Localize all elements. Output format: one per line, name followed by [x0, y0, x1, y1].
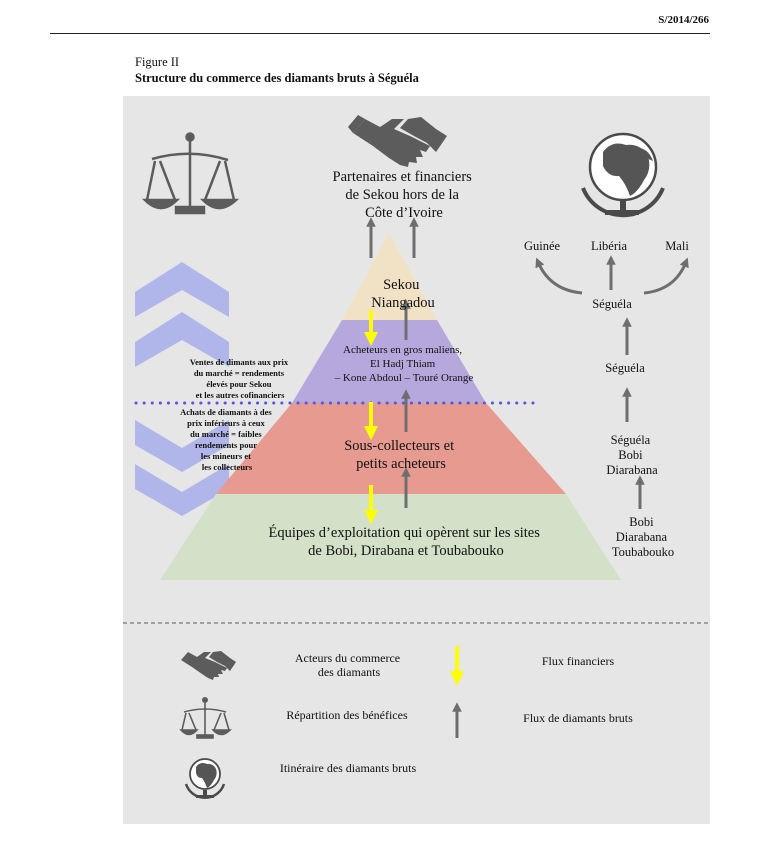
handshake-icon	[348, 115, 447, 167]
route-hub-seguela: Séguéla	[592, 297, 632, 311]
financial-flow-arrow	[364, 485, 378, 524]
header-rule	[50, 33, 710, 34]
route-arrow-guinee	[535, 257, 583, 295]
document-reference: S/2014/266	[658, 14, 709, 26]
legend-itinerary-label: Itinéraire des diamants bruts	[280, 761, 417, 775]
globe-icon	[581, 132, 665, 218]
financial-flow-arrow	[364, 310, 378, 346]
chevron-stack-lower	[135, 420, 229, 516]
legend-scales-icon	[179, 696, 232, 739]
mining-teams-label: Équipes d’exploitation qui opèrent sur l…	[268, 524, 543, 559]
legend-globe-icon	[184, 758, 226, 799]
diamond-flow-arrows	[366, 217, 419, 508]
figure-title: Structure du commerce des diamants bruts…	[135, 71, 419, 85]
route-step-seguela-bobi-diarabana: Séguéla Bobi Diarabana	[606, 433, 658, 477]
sekou-label: Sekou Niangadou	[371, 277, 435, 311]
chevron-stack-upper	[135, 262, 229, 367]
destination-mali: Mali	[665, 239, 689, 253]
legend-financial-arrow-icon	[450, 646, 464, 686]
legend-profits-label: Répartition des bénéfices	[286, 708, 408, 722]
route-step-bobi-diarabana-toubabouko: Bobi Diarabana Toubabouko	[612, 515, 674, 559]
scales-icon	[141, 132, 240, 215]
legend-handshake-icon	[181, 651, 236, 680]
route-step-seguela: Séguéla	[605, 361, 645, 375]
pyramid-level-3	[216, 403, 566, 494]
lower-side-note: Achats de diamants à des prix inférieurs…	[180, 407, 274, 472]
financial-flow-arrows	[364, 310, 378, 524]
destination-liberia: Libéria	[591, 239, 628, 253]
pyramid-level-1	[342, 233, 437, 320]
pyramid-level-2	[292, 320, 486, 403]
route-arrows	[535, 255, 689, 509]
financial-flow-arrow	[364, 402, 378, 440]
pyramid-level-4	[160, 494, 621, 580]
partners-label: Partenaires et financiers de Sekou hors …	[333, 169, 476, 221]
figure-label: Figure II	[135, 55, 180, 69]
route-arrow-mali	[643, 257, 689, 295]
upper-side-note: Ventes de dimants aux prix du marché = r…	[190, 357, 291, 400]
legend-actors-label: Acteurs du commerce des diamants	[295, 651, 403, 679]
legend-diamond-flow-label: Flux de diamants bruts	[523, 711, 633, 725]
wholesalers-label: Acheteurs en gros maliens, El Hadj Thiam…	[334, 344, 474, 384]
subcollectors-label: Sous-collecteurs et petits acheteurs	[344, 438, 458, 472]
legend-financial-flow-label: Flux financiers	[542, 654, 615, 668]
destination-guinee: Guinée	[524, 239, 561, 253]
